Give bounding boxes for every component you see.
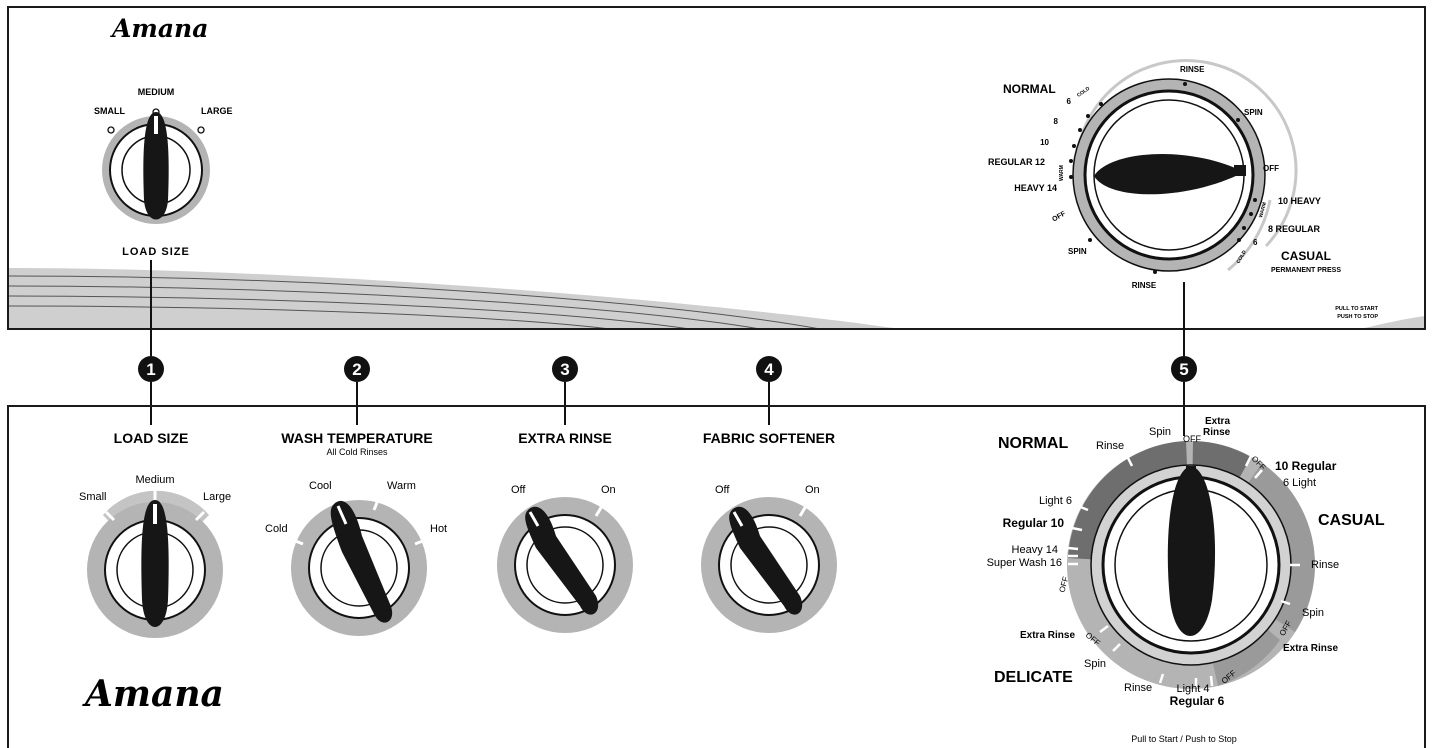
old-panel-border [7, 6, 1426, 330]
old-spin-left: SPIN [1068, 247, 1087, 256]
cycle-extra-rinse-top-1: Extra [1205, 416, 1230, 427]
panel-swoosh [9, 268, 1425, 329]
old-8-regular: 8 REGULAR [1268, 224, 1321, 234]
old-10-heavy: 10 HEAVY [1278, 196, 1321, 206]
extra-rinse-on-label: On [601, 484, 616, 496]
old-small-label: SMALL [94, 106, 125, 116]
cycle-normal-label: NORMAL [998, 435, 1068, 452]
extra-rinse-off-label: Off [511, 484, 526, 496]
cycle-10-regular: 10 Regular [1275, 459, 1337, 473]
cycle-spin-top: Spin [1149, 426, 1171, 438]
old-control-panel: Amana SMALL MEDIUM LARGE LOAD SIZE [7, 6, 1426, 330]
svg-text:5: 5 [1179, 360, 1188, 379]
extra-rinse-knob[interactable] [497, 497, 633, 633]
svg-text:2: 2 [352, 360, 361, 379]
callout-badges: 1 2 3 4 5 [138, 356, 1197, 382]
callout-1: 1 [138, 356, 164, 382]
callout-connectors [150, 260, 1185, 436]
cycle-rinse-delicate: Rinse [1124, 682, 1152, 694]
large-marker-icon [197, 126, 205, 134]
callout-2: 2 [344, 356, 370, 382]
wash-temperature-subtitle: All Cold Rinses [326, 447, 388, 457]
old-load-size-title: LOAD SIZE [122, 246, 190, 258]
old-heavy-14: HEAVY 14 [1014, 183, 1057, 193]
old-cycle-dial[interactable] [1072, 59, 1298, 272]
old-6-left: 6 [1067, 97, 1072, 106]
cycle-dial[interactable] [1067, 441, 1315, 689]
cycle-tick-marks [1067, 455, 1300, 688]
extra-rinse-title: EXTRA RINSE [518, 430, 612, 446]
cycle-heavy-14: Heavy 14 [1012, 544, 1058, 556]
load-small-label: Small [79, 491, 107, 503]
old-casual-label: CASUAL [1281, 249, 1331, 263]
temp-cool-label: Cool [309, 480, 332, 492]
fabric-softener-title: FABRIC SOFTENER [703, 430, 835, 446]
fabric-softener-on-label: On [805, 484, 820, 496]
old-pull-start: PULL TO START [1335, 306, 1378, 312]
medium-marker-icon [152, 108, 160, 116]
old-normal-label: NORMAL [1003, 82, 1056, 96]
pull-push-label: Pull to Start / Push to Stop [1131, 734, 1237, 744]
old-medium-label: MEDIUM [138, 87, 175, 97]
old-load-size-knob[interactable] [102, 112, 210, 224]
brand-logo-top: Amana [110, 14, 208, 43]
callout-5: 5 [1171, 356, 1197, 382]
small-marker-icon [107, 126, 115, 134]
old-warm-left: WARM [1059, 165, 1065, 181]
fabric-softener-off-label: Off [715, 484, 730, 496]
old-regular-12: REGULAR 12 [988, 157, 1045, 167]
svg-text:1: 1 [146, 360, 155, 379]
old-permanent-press-label: PERMANENT PRESS [1271, 267, 1341, 274]
cycle-casual-label: CASUAL [1318, 512, 1385, 529]
cycle-light-4: Light 4 [1176, 683, 1209, 695]
load-size-knob[interactable] [87, 488, 223, 638]
cycle-extra-rinse-casual: Extra Rinse [1283, 643, 1338, 654]
old-rinse-top: RINSE [1180, 65, 1205, 74]
old-cold-left: COLD [1076, 86, 1091, 99]
cycle-super-wash-16: Super Wash 16 [987, 557, 1062, 569]
wash-temperature-title: WASH TEMPERATURE [281, 430, 432, 446]
old-off-right: OFF [1263, 164, 1279, 173]
old-rinse-bottom: RINSE [1132, 281, 1157, 290]
load-large-label: Large [203, 491, 231, 503]
temp-hot-label: Hot [430, 523, 447, 535]
old-8-left: 8 [1054, 117, 1059, 126]
cycle-spin-casual: Spin [1302, 607, 1324, 619]
cycle-off-top: OFF [1183, 434, 1201, 444]
svg-text:4: 4 [764, 360, 774, 379]
new-control-panel: Amana LOAD SIZE WASH TEMPERATURE All Col… [7, 405, 1426, 748]
wash-temperature-knob[interactable] [291, 499, 427, 636]
old-large-label: LARGE [201, 106, 233, 116]
new-panel-border [7, 405, 1426, 748]
cycle-off-normal: OFF [1057, 576, 1070, 594]
cycle-6-light: 6 Light [1283, 477, 1316, 489]
cycle-delicate-label: DELICATE [994, 669, 1073, 686]
svg-text:3: 3 [560, 360, 569, 379]
cycle-rinse-top: Rinse [1096, 440, 1124, 452]
load-size-title: LOAD SIZE [114, 430, 189, 446]
old-10-left: 10 [1040, 138, 1049, 147]
brand-logo-bottom: Amana [82, 673, 224, 715]
old-warm-right: WARM [1258, 202, 1268, 219]
callout-4: 4 [756, 356, 782, 382]
cycle-extra-rinse-top-2: Rinse [1203, 427, 1231, 438]
cycle-extra-rinse-delicate: Extra Rinse [1020, 630, 1075, 641]
old-spin-right: SPIN [1244, 108, 1263, 117]
old-off-left: OFF [1051, 210, 1067, 223]
temp-warm-label: Warm [387, 480, 416, 492]
load-medium-label: Medium [135, 474, 174, 486]
fabric-softener-knob[interactable] [701, 497, 837, 633]
cycle-spin-delicate: Spin [1084, 658, 1106, 670]
cycle-rinse-casual: Rinse [1311, 559, 1339, 571]
temp-cold-label: Cold [265, 523, 288, 535]
cycle-light-6: Light 6 [1039, 495, 1072, 507]
old-6-right: 6 [1253, 238, 1258, 247]
cycle-regular-6: Regular 6 [1170, 694, 1225, 708]
old-push-stop: PUSH TO STOP [1337, 314, 1378, 320]
cycle-regular-10: Regular 10 [1003, 516, 1065, 530]
callout-3: 3 [552, 356, 578, 382]
old-cycle-tick-dots [1069, 82, 1257, 274]
